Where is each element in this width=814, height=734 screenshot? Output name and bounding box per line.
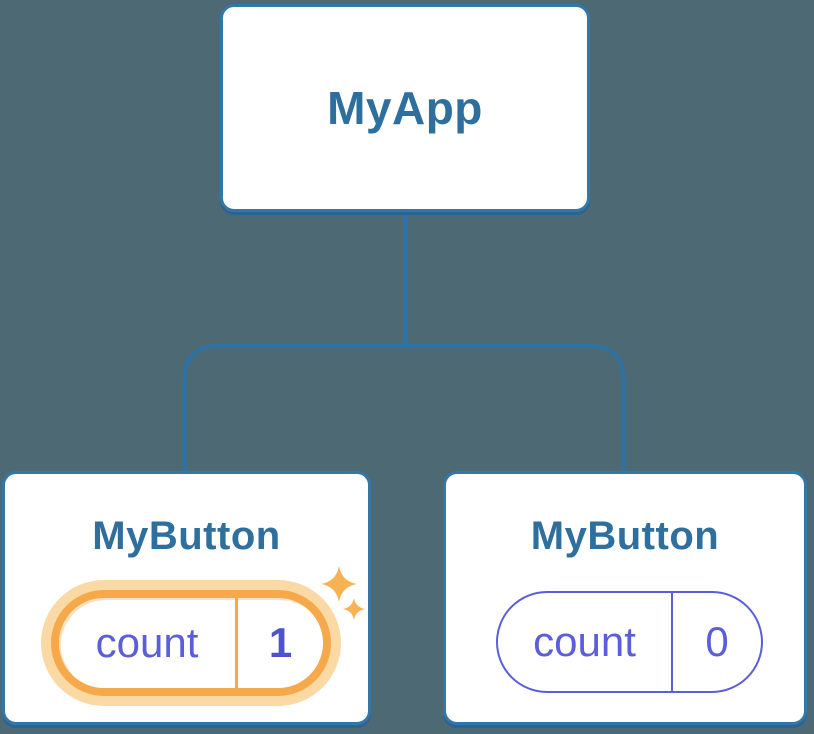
node-mybutton-right-label: MyButton	[530, 514, 720, 558]
pill-divider	[235, 598, 238, 688]
node-myapp: MyApp	[220, 4, 590, 212]
state-name-label: count	[95, 619, 199, 666]
pill-divider	[671, 593, 673, 691]
sparkle-small-icon	[343, 598, 365, 620]
state-value: 1	[268, 619, 293, 666]
sparkle-large-icon	[321, 566, 357, 602]
node-mybutton-left: MyButton count 1	[2, 471, 371, 725]
node-myapp-label: MyApp	[327, 82, 483, 134]
state-name-label: count	[533, 618, 636, 665]
node-mybutton-left-label: MyButton	[92, 514, 281, 558]
state-pill-highlighted: count 1	[51, 590, 331, 696]
state-pill: count 0	[496, 591, 763, 693]
node-mybutton-right: MyButton count 0	[443, 471, 807, 725]
state-value: 0	[705, 618, 729, 665]
connector-branch	[182, 344, 626, 471]
